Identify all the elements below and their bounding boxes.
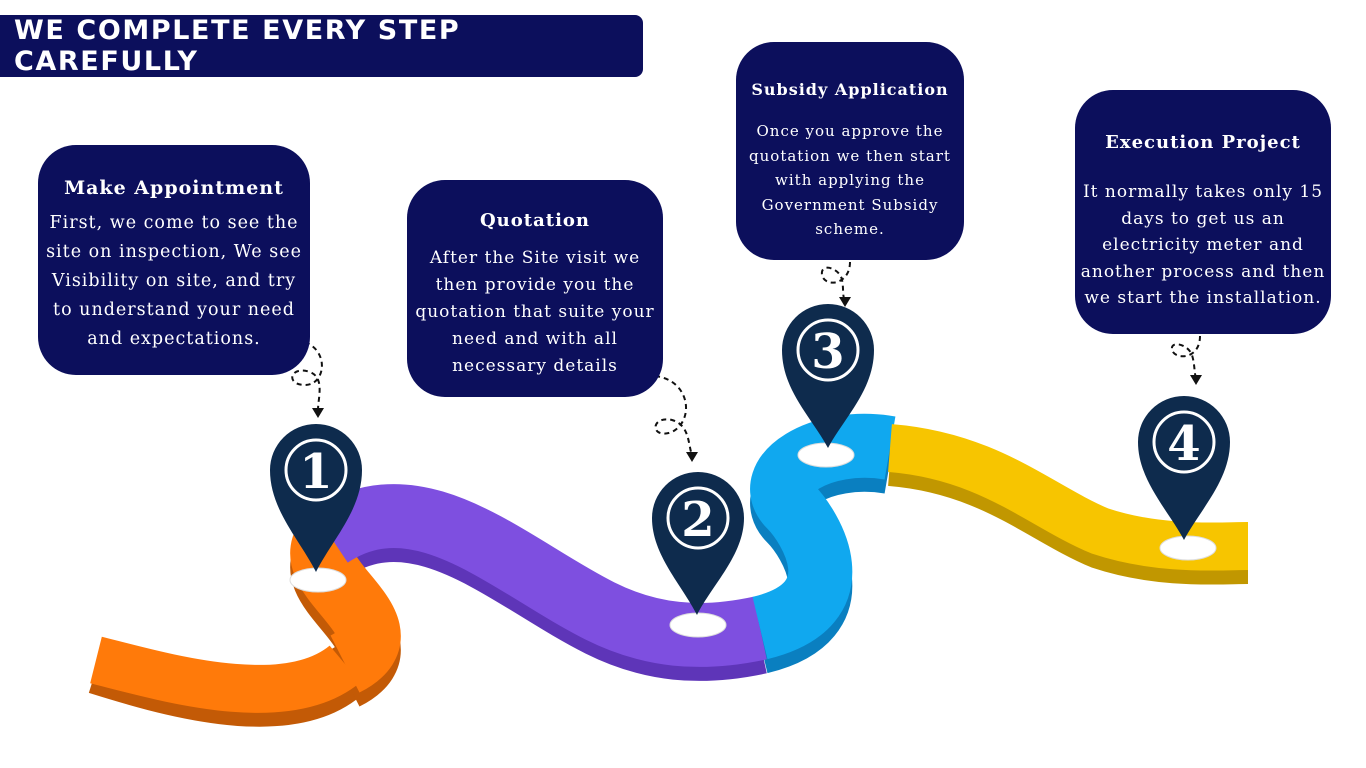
- dashed-arrow-icon: [291, 341, 323, 411]
- step-title: Make Appointment: [64, 177, 284, 199]
- arrow-head-4: [1190, 375, 1202, 385]
- dashed-arrow-icon: [1170, 335, 1201, 379]
- step-title: Quotation: [480, 210, 590, 231]
- step-description: First, we come to see the site on inspec…: [46, 213, 302, 349]
- map-pin-icon: [270, 424, 362, 572]
- dashed-arrow-icon: [654, 375, 693, 456]
- page-title: WE COMPLETE EVERY STEP CAREFULLY: [14, 15, 461, 77]
- step-card-subsidy-application: Subsidy Application Once you approve the…: [736, 42, 964, 260]
- step-card-make-appointment: Make Appointment First, we come to see t…: [38, 145, 310, 375]
- step-card-execution-project: Execution Project It normally takes only…: [1075, 90, 1331, 334]
- dashed-arrow-icon: [820, 261, 851, 301]
- map-pin-icon: [782, 304, 874, 448]
- arrow-head-3: [839, 297, 851, 307]
- pin-group: 1 2 3 4: [270, 304, 1230, 638]
- step-number-4: 4: [1167, 416, 1200, 472]
- step-title: Execution Project: [1105, 132, 1301, 153]
- step-title: Subsidy Application: [751, 80, 949, 99]
- step-card-quotation: Quotation After the Site visit we then p…: [407, 180, 663, 397]
- step-number-3: 3: [811, 324, 844, 380]
- title-banner: WE COMPLETE EVERY STEP CAREFULLY: [0, 15, 643, 77]
- step-number-2: 2: [681, 492, 714, 548]
- map-pin-icon: [1138, 396, 1230, 540]
- arrow-head-1: [312, 408, 324, 418]
- step-description: After the Site visit we then provide you…: [415, 248, 655, 376]
- map-pin-icon: [652, 472, 744, 615]
- step-description: It normally takes only 15 days to get us…: [1080, 182, 1326, 308]
- step-description: Once you approve the quotation we then s…: [749, 122, 951, 238]
- arrow-head-2: [686, 452, 698, 462]
- step-number-1: 1: [299, 444, 332, 500]
